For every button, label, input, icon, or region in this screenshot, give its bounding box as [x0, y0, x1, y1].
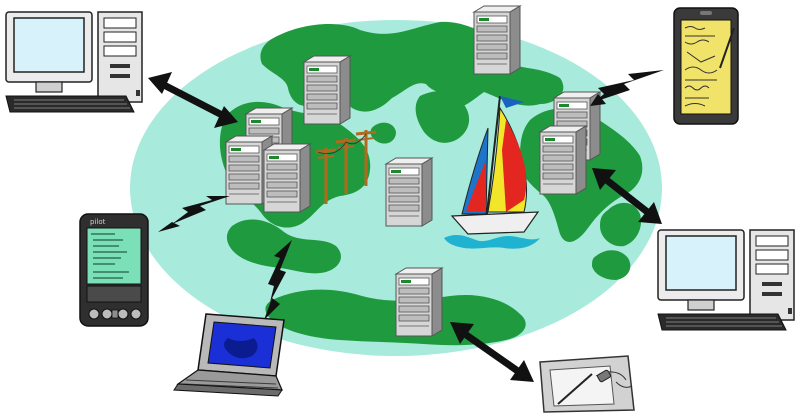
lightning-bolt-icon: [158, 196, 230, 232]
pda-brand-label: pilot: [90, 218, 106, 226]
double-arrow-icon: [450, 322, 534, 382]
laptop-icon: [173, 313, 285, 397]
double-arrow-icon: [148, 72, 238, 128]
sailboat-icon: [444, 95, 540, 249]
desktop-computer-icon: [657, 229, 795, 331]
server-icon: [539, 125, 587, 195]
tablet-icon: [673, 7, 739, 125]
server-icon: [303, 55, 351, 125]
server-icon: [395, 267, 443, 337]
lightning-bolt-icon: [264, 240, 292, 320]
pda-icon: pilot: [79, 213, 149, 327]
desktop-computer-icon: [5, 11, 143, 113]
drawing-tablet-icon: [539, 355, 635, 413]
server-icon: [385, 157, 433, 227]
lightning-bolt-icon: [590, 70, 664, 106]
server-icon: [263, 143, 311, 213]
server-icon: [473, 5, 521, 75]
double-arrow-icon: [592, 168, 662, 224]
utility-poles-icon: [315, 130, 377, 204]
